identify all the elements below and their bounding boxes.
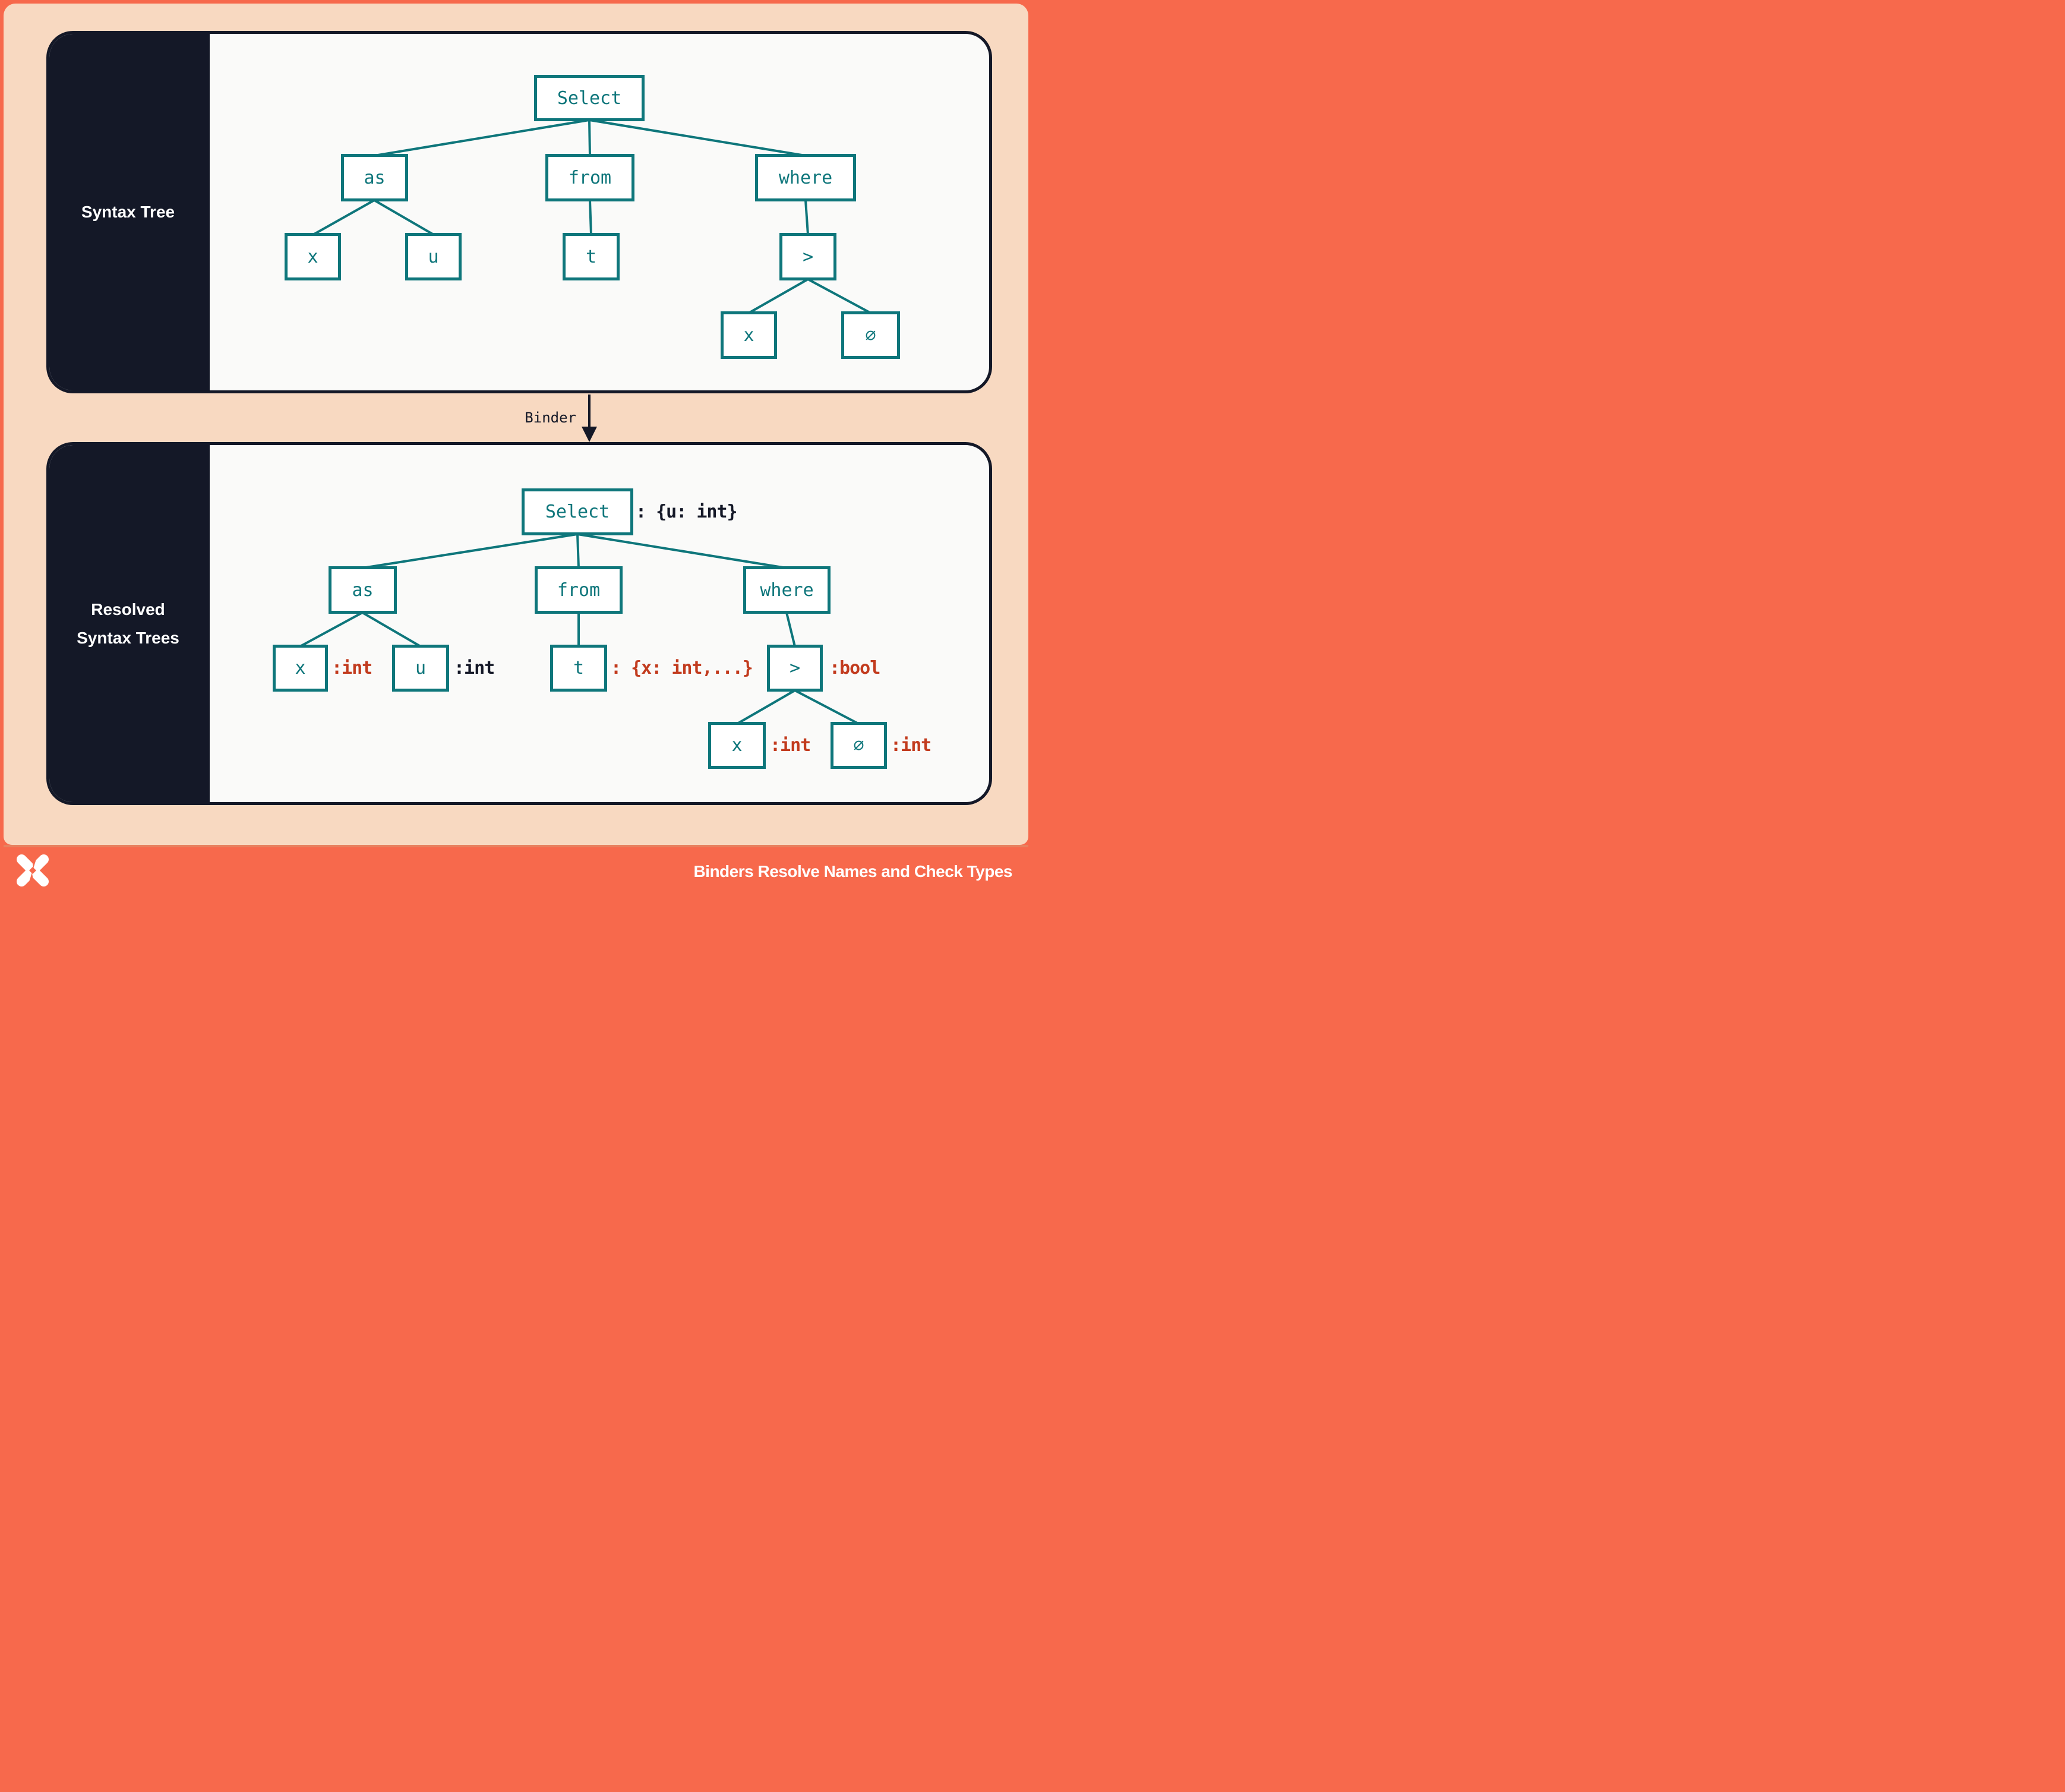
- footer-divider: [4, 845, 1028, 847]
- tree-node-where: where: [755, 154, 856, 201]
- tree-node-x2: x: [708, 722, 766, 769]
- type-annotation-gt: :bool: [829, 657, 880, 679]
- tree-node-select: Select: [522, 488, 633, 535]
- panel-title-line1: Resolved: [91, 600, 165, 619]
- tree-node-zero: ∅: [841, 311, 900, 359]
- type-annotation-zero: :int: [891, 734, 932, 756]
- type-annotation-x2: :int: [770, 734, 811, 756]
- tree-node-as: as: [329, 566, 397, 614]
- tree-node-zero: ∅: [831, 722, 887, 769]
- tree-node-u: u: [392, 645, 449, 692]
- footer-title: Binders Resolve Names and Check Types: [693, 862, 1012, 881]
- type-annotation-t: : {x: int,...}: [611, 657, 753, 679]
- binder-arrow-line: [588, 395, 591, 427]
- tree-node-where: where: [743, 566, 831, 614]
- resolved-syntax-trees-panel: Resolved Syntax Trees Select as from whe…: [46, 442, 992, 805]
- tree-edges: [299, 533, 859, 725]
- x-pinwheel-logo-icon: [16, 854, 49, 887]
- panel-title: Syntax Tree: [81, 203, 175, 222]
- tree-node-gt: >: [767, 645, 823, 692]
- resolved-syntax-trees-sidebar: Resolved Syntax Trees: [49, 445, 210, 802]
- tree-node-u: u: [405, 233, 462, 280]
- binder-label: Binder: [525, 409, 576, 426]
- tree-node-t: t: [563, 233, 620, 280]
- tree-node-from: from: [535, 566, 623, 614]
- panel-title-line2: Syntax Trees: [77, 628, 179, 647]
- tree-node-select: Select: [534, 75, 645, 121]
- type-annotation-x: :int: [331, 657, 372, 679]
- syntax-tree-panel: Syntax Tree Select as from where x u t >…: [46, 31, 992, 393]
- tree-node-x: x: [273, 645, 328, 692]
- tree-node-from: from: [545, 154, 634, 201]
- tree-node-x2: x: [721, 311, 777, 359]
- diagram-canvas: { "panels": [ { "sidebar_lines": ["Synta…: [0, 0, 1032, 896]
- tree-edges: [312, 119, 872, 314]
- type-annotation-u: :int: [454, 657, 495, 679]
- tree-node-x: x: [285, 233, 341, 280]
- tree-node-t: t: [550, 645, 607, 692]
- tree-node-as: as: [341, 154, 408, 201]
- type-annotation-select: : {u: int}: [636, 501, 738, 522]
- tree-node-gt: >: [779, 233, 836, 280]
- syntax-tree-sidebar: Syntax Tree: [49, 34, 210, 390]
- binder-arrow-head-icon: [582, 427, 597, 442]
